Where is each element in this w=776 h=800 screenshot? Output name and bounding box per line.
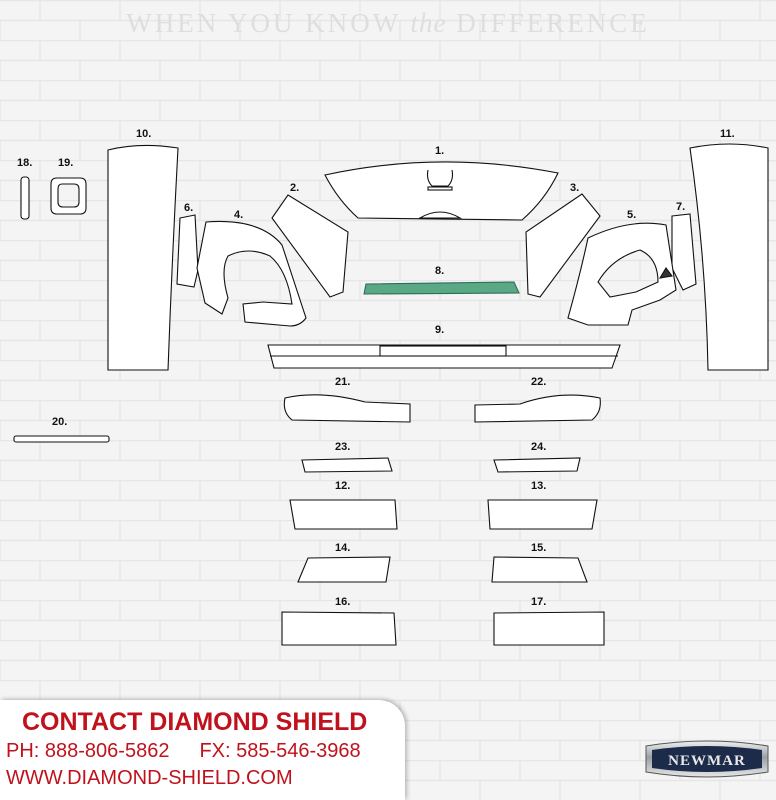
label-part-9: 9. [435,324,444,336]
label-part-12: 12. [335,480,350,492]
part-4-shape [196,220,307,327]
part-1-shape [324,161,559,221]
label-part-7: 7. [676,201,685,213]
part-8-shape [363,281,520,295]
label-part-6: 6. [184,202,193,214]
label-part-8: 8. [435,265,444,277]
part-21-shape [283,394,411,423]
label-part-3: 3. [570,182,579,194]
part-12-shape [289,499,398,530]
part-2-shape [271,194,349,298]
part-14-shape [297,556,391,583]
tagline-italic: the [410,8,447,38]
part-19-shape [50,177,87,215]
part-13-shape [487,499,598,530]
label-part-23: 23. [335,441,350,453]
tagline-part-2: DIFFERENCE [456,8,650,38]
part-16-shape [281,611,397,646]
fax-number: FX: 585-546-3968 [199,740,361,762]
website-link[interactable]: WWW.DIAMOND-SHIELD.COM [6,767,293,789]
label-part-21: 21. [335,376,350,388]
part-15-shape [491,556,588,583]
label-part-20: 20. [52,416,67,428]
label-part-2: 2. [290,182,299,194]
label-part-24: 24. [531,441,546,453]
label-part-16: 16. [335,596,350,608]
part-10-shape [107,144,179,371]
part-23-shape [301,457,393,473]
label-part-15: 15. [531,542,546,554]
part-7-shape [671,213,697,291]
label-part-5: 5. [627,209,636,221]
contact-title: CONTACT DIAMOND SHIELD [22,708,368,736]
part-5-shape [567,222,677,326]
label-part-13: 13. [531,480,546,492]
part-11-shape [689,143,769,371]
label-part-1: 1. [435,145,444,157]
label-part-22: 22. [531,376,546,388]
label-part-18: 18. [17,157,32,169]
part-24-shape [493,457,581,473]
part-18-shape [20,176,30,220]
label-part-14: 14. [335,542,350,554]
part-22-shape [474,394,601,423]
label-part-17: 17. [531,596,546,608]
label-part-11: 11. [720,128,735,140]
part-20-shape [13,435,110,443]
part-3-shape [525,193,601,298]
contact-panel: CONTACT DIAMOND SHIELD PH: 888-806-5862 F… [0,700,405,800]
part-17-shape [493,611,605,646]
label-part-10: 10. [136,128,151,140]
part-6-shape [176,214,199,288]
tagline: WHEN YOU KNOW the DIFFERENCE [0,8,776,39]
tagline-part-1: WHEN YOU KNOW [126,8,401,38]
label-part-4: 4. [234,209,243,221]
label-part-19: 19. [58,157,73,169]
contact-numbers: PH: 888-806-5862 FX: 585-546-3968 [6,740,361,763]
newmar-logo: NEWMAR [645,740,769,778]
phone-number[interactable]: PH: 888-806-5862 [6,740,170,762]
logo-text: NEWMAR [668,753,746,769]
